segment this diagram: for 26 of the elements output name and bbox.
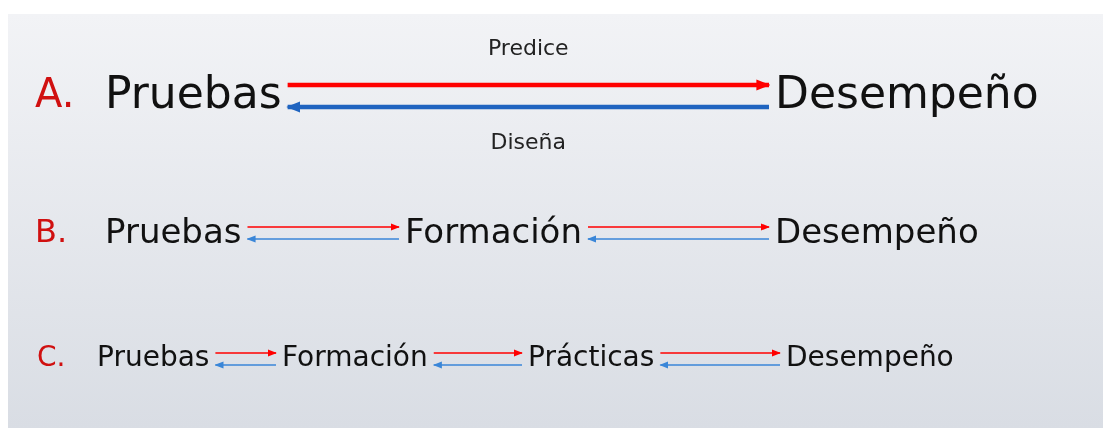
arrow <box>246 223 400 231</box>
node-text: Desempeño <box>775 71 1039 115</box>
edge-label: Diseña <box>490 131 567 153</box>
edge-label: Predice <box>487 37 569 59</box>
arrow <box>286 101 769 113</box>
node-text: Pruebas <box>105 214 242 248</box>
row-letter: C. <box>37 343 66 371</box>
arrow <box>587 235 770 243</box>
arrow <box>432 349 523 357</box>
arrow <box>287 79 771 91</box>
arrow <box>214 361 277 369</box>
node-text: Formación <box>405 214 582 248</box>
arrow <box>214 349 277 357</box>
node-text: Pruebas <box>97 343 210 371</box>
row-letter: A. <box>35 73 75 113</box>
arrow <box>246 235 400 243</box>
arrow <box>432 361 523 369</box>
arrow <box>659 349 781 357</box>
row-letter: B. <box>35 215 68 247</box>
node-text: Prácticas <box>528 343 655 371</box>
node-text: Pruebas <box>105 71 282 115</box>
node-text: Formación <box>282 343 428 371</box>
arrow <box>659 361 781 369</box>
node-text: Desempeño <box>786 343 954 371</box>
arrow <box>587 223 770 231</box>
node-text: Desempeño <box>775 214 979 248</box>
